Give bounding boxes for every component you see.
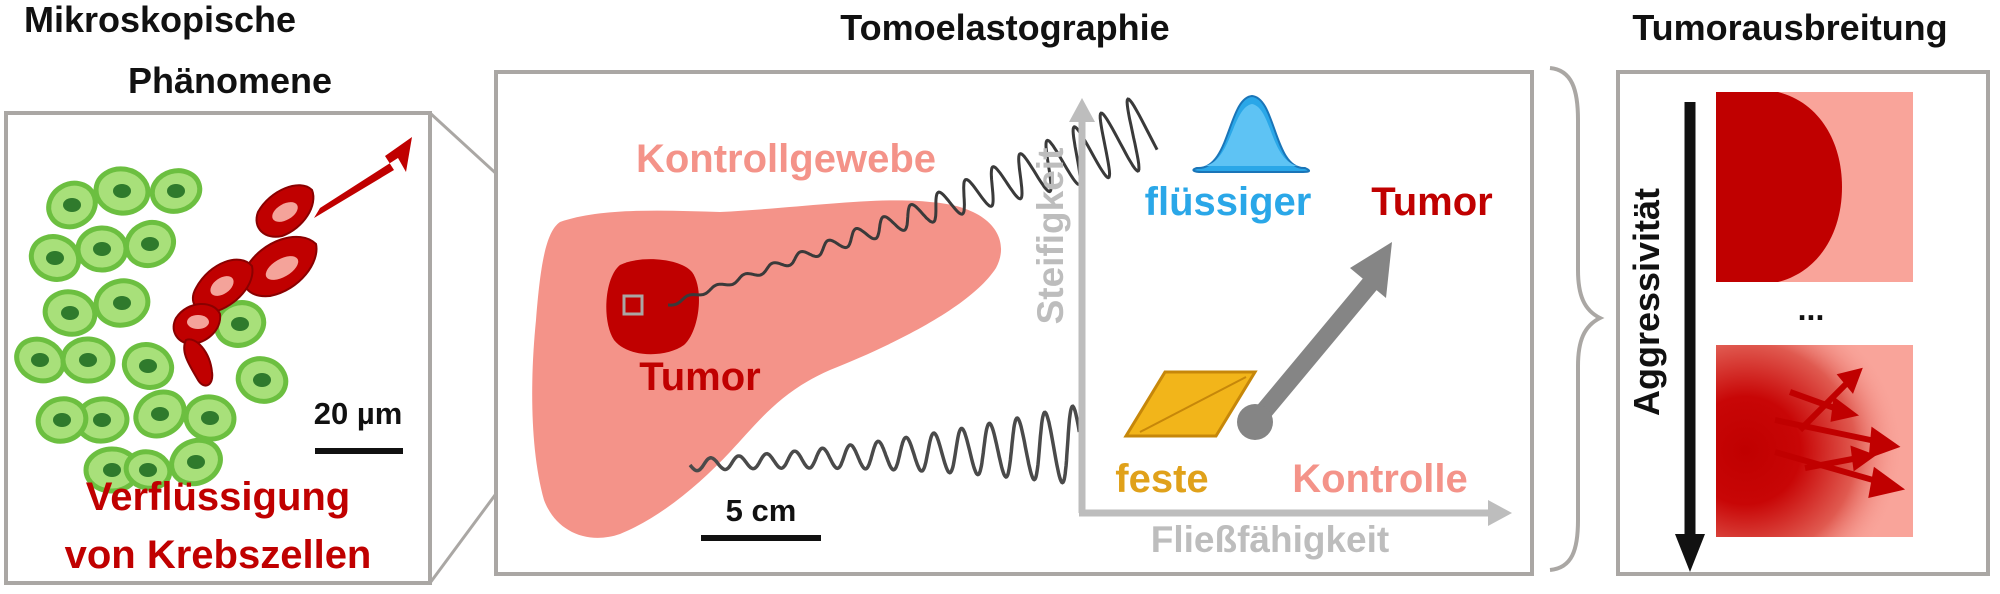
- zoom-box: [622, 294, 644, 316]
- cell-nucleus: [151, 407, 169, 421]
- stiffness-fluidity-axes: [1069, 98, 1512, 526]
- micro-caption-line2: von Krebszellen: [65, 533, 372, 577]
- cell-nucleus: [79, 353, 97, 367]
- cell-nucleus: [61, 306, 79, 320]
- healthy-cells: [14, 166, 289, 494]
- cell-nucleus: [53, 413, 71, 427]
- tomo-scale-label: 5 cm: [726, 493, 797, 528]
- control-label: Kontrolle: [1292, 457, 1468, 501]
- ellipsis: ...: [1798, 291, 1825, 327]
- aggressiveness-arrow: [1675, 102, 1705, 572]
- cell-nucleus: [46, 251, 64, 265]
- invasive-tumor-panel: [1716, 345, 1913, 537]
- cell-nucleus: [93, 413, 111, 427]
- migration-arrow: [314, 137, 412, 218]
- aggressiveness-label: Aggressivität: [1626, 188, 1667, 416]
- micro-scale-label: 20 µm: [314, 396, 403, 431]
- right-brace: [1549, 66, 1605, 572]
- cell-nucleus: [187, 455, 205, 469]
- cell-nucleus: [139, 359, 157, 373]
- tumor-label: Tumor: [639, 355, 760, 399]
- control-tissue-label: Kontrollgewebe: [636, 137, 936, 181]
- cell-nucleus: [139, 463, 157, 477]
- micro-caption-line1: Verflüssigung: [86, 475, 351, 519]
- x-axis-label: Fließfähigkeit: [1151, 519, 1389, 560]
- spread-title: Tumorausbreitung: [1632, 7, 1947, 48]
- cell-nucleus: [31, 353, 49, 367]
- cell-nucleus: [167, 184, 185, 198]
- micro-title-line1: Mikroskopische: [24, 0, 296, 40]
- cell-nucleus: [93, 242, 111, 256]
- trend-arrow: [1237, 242, 1392, 440]
- micro-title-line2: Phänomene: [128, 60, 332, 101]
- contained-tumor-panel: [1716, 92, 1913, 282]
- cell-nucleus: [113, 296, 131, 310]
- cell-nucleus: [141, 237, 159, 251]
- cancer-cells: [172, 184, 318, 387]
- solid-block-icon: [1123, 370, 1258, 438]
- cell-nucleus: [103, 463, 121, 477]
- tumor-shape: [606, 259, 699, 355]
- cell-nucleus: [253, 373, 271, 387]
- wave-lower: [688, 404, 1082, 485]
- cell-nucleus: [63, 198, 81, 212]
- cell-nucleus: [231, 317, 249, 331]
- solid-label: feste: [1115, 457, 1208, 501]
- liquid-label: flüssiger: [1145, 180, 1312, 224]
- liquid-tumor-label: Tumor: [1371, 180, 1492, 224]
- cell-nucleus: [113, 184, 131, 198]
- cell-nucleus: [201, 411, 219, 425]
- y-axis-label: Steifigkeit: [1030, 148, 1071, 325]
- liquid-blob-highlight: [1205, 104, 1298, 166]
- tomo-title: Tomoelastographie: [840, 7, 1169, 48]
